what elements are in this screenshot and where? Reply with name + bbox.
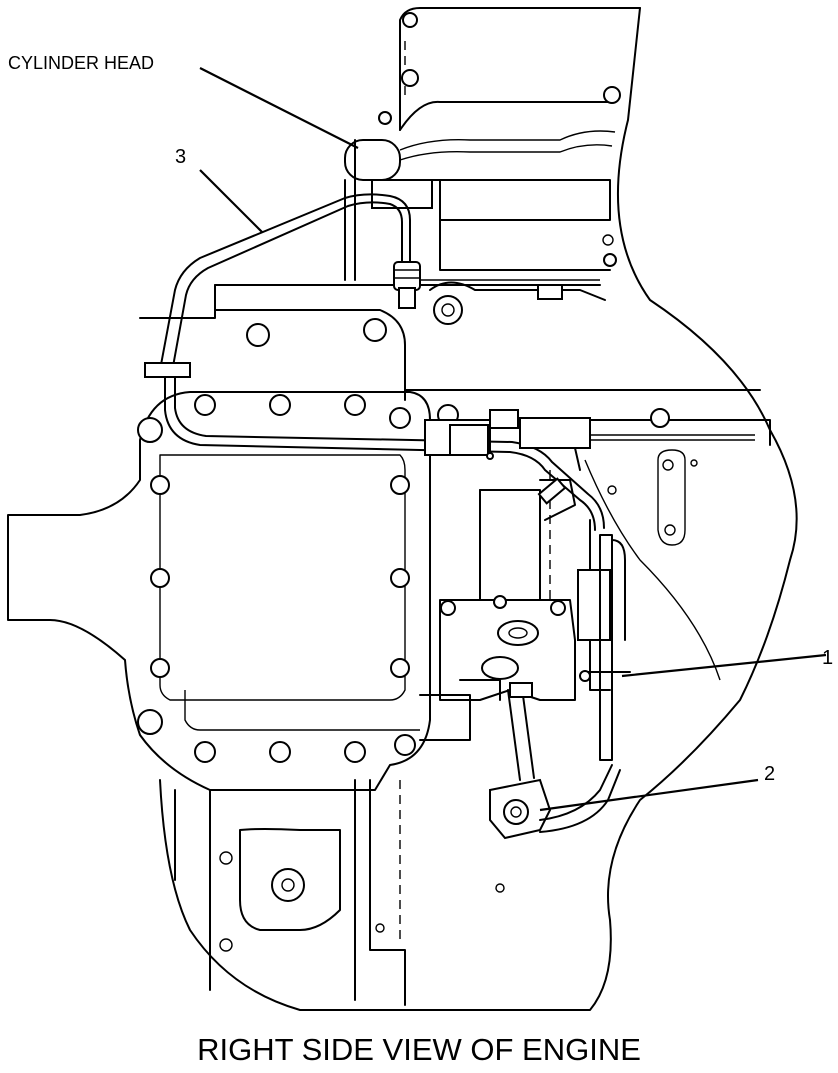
leader-1	[621, 653, 827, 678]
leader-cylinder-head	[199, 67, 359, 149]
center-fittings	[424, 417, 591, 521]
leader-2	[539, 778, 759, 812]
engine-outline	[159, 7, 798, 1011]
pump-bracket	[419, 470, 631, 761]
engine-block-mid	[139, 284, 771, 546]
lower-block	[174, 779, 505, 1006]
callout-3: 3	[175, 146, 186, 168]
diagram-caption: RIGHT SIDE VIEW OF ENGINE	[197, 1032, 641, 1067]
cylinder-head-assembly	[344, 7, 641, 325]
callout-1: 1	[822, 647, 833, 669]
leader-lines	[199, 67, 827, 812]
side-cover-plate	[7, 391, 431, 791]
label-cylinder-head: CYLINDER HEAD	[8, 53, 154, 73]
fuel-line-3	[144, 193, 605, 531]
bolt-row	[137, 394, 416, 763]
leader-3	[199, 169, 263, 233]
callout-2: 2	[764, 763, 775, 785]
